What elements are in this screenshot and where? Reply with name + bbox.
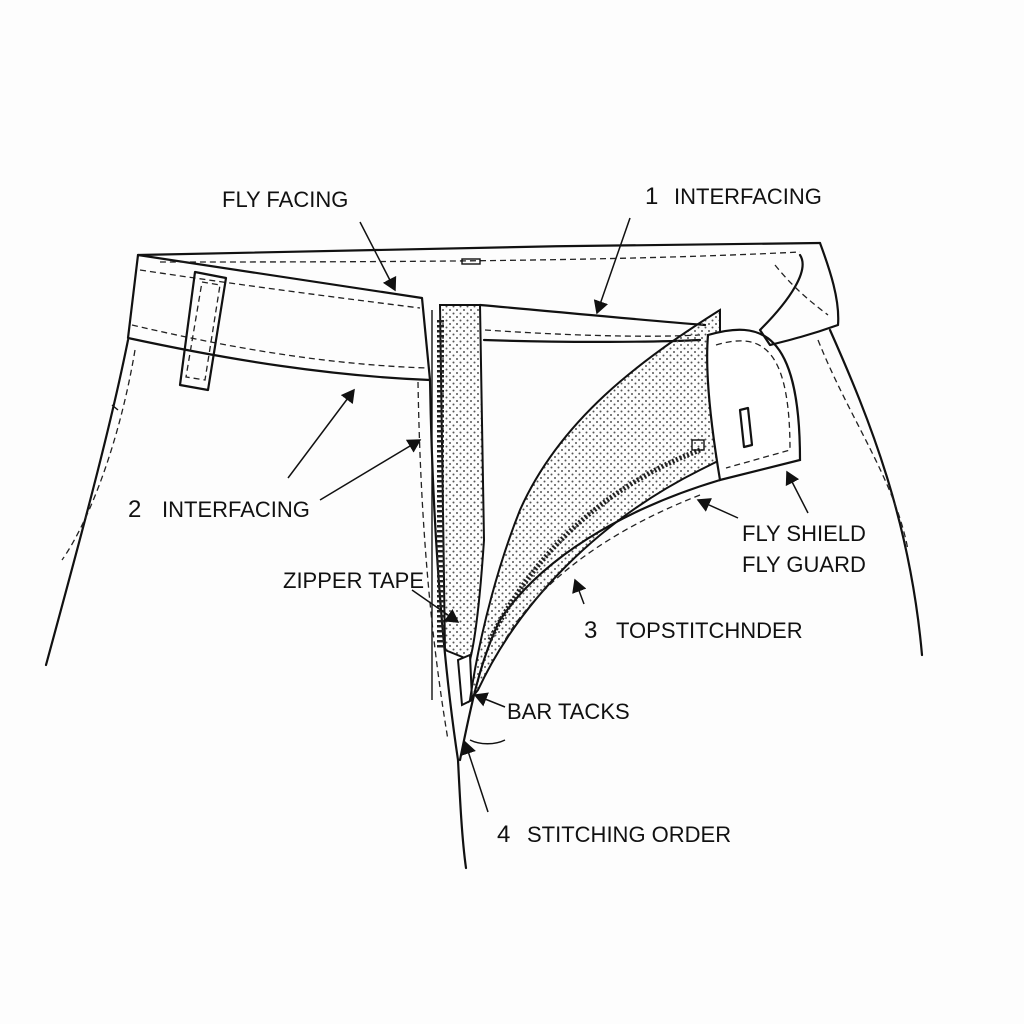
bar-tack <box>469 739 506 745</box>
label-bar-tacks: BAR TACKS <box>507 699 630 724</box>
label-stitching-order: STITCHING ORDER <box>527 822 731 847</box>
button-hole-slot <box>738 406 754 449</box>
label-topstitch-number: 3 <box>584 617 597 644</box>
labels: FLY FACING 1 INTERFACING 2 INTERFACING Z… <box>128 183 866 848</box>
buttonhole <box>461 258 481 265</box>
waistband-left <box>126 253 432 392</box>
zipper-right-teeth <box>487 447 701 642</box>
label-zipper-tape: ZIPPER TAPE <box>283 568 424 593</box>
label-fly-guard: FLY GUARD <box>742 552 866 577</box>
fly-facing <box>431 304 486 707</box>
label-interfacing-1-number: 1 <box>645 183 658 210</box>
label-fly-shield: FLY SHIELD <box>742 521 866 546</box>
fly-shield <box>458 241 840 762</box>
label-fly-facing: FLY FACING <box>222 187 348 212</box>
label-topstitch: TOPSTITCHNDER <box>616 618 803 643</box>
zipper-stop <box>691 439 705 451</box>
label-interfacing-1: INTERFACING <box>674 184 822 209</box>
label-interfacing-2: INTERFACING <box>162 497 310 522</box>
label-interfacing-2-number: 2 <box>128 496 141 523</box>
zipper-left-teeth <box>437 320 444 650</box>
label-stitching-order-number: 4 <box>497 821 510 848</box>
leader-arrows <box>287 217 809 813</box>
belt-loop <box>178 270 228 392</box>
